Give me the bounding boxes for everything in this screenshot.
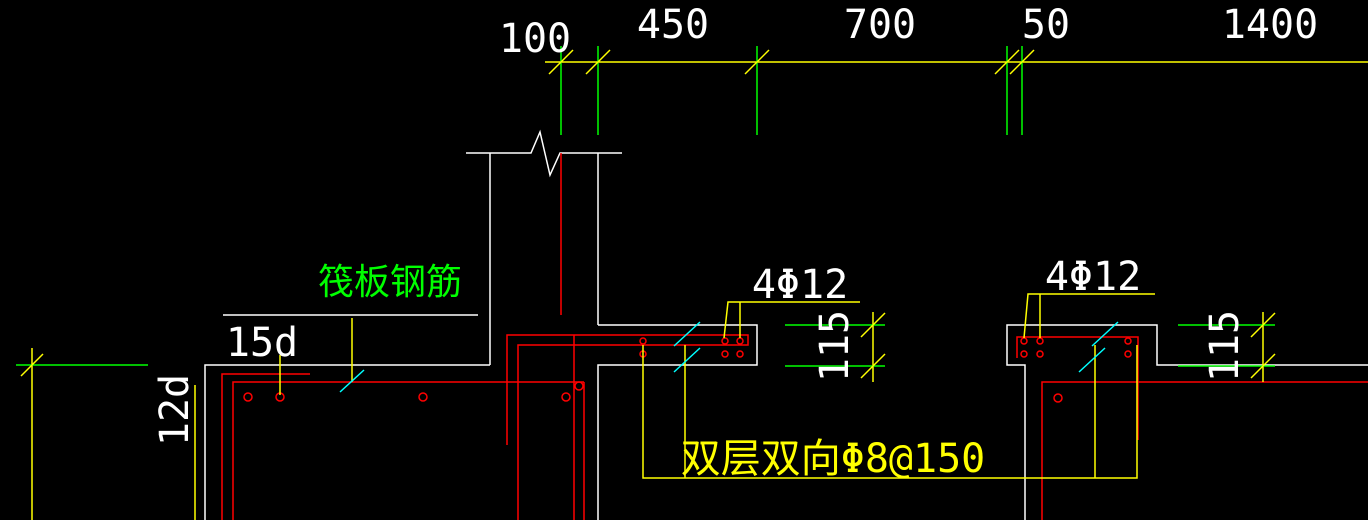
rebar-dot xyxy=(721,337,729,345)
dimension-tick xyxy=(1009,49,1035,75)
rebar-dot xyxy=(1124,350,1132,358)
rebar-dot xyxy=(1036,337,1044,345)
dimension-text-450: 450 xyxy=(637,2,709,48)
bars-label-1: 4Φ12 xyxy=(752,262,848,308)
dimension-tick xyxy=(860,312,886,338)
dimension-text-700: 700 xyxy=(844,2,916,48)
slash-mark xyxy=(1078,347,1106,373)
rebar-dot xyxy=(639,337,647,345)
rebar-dot xyxy=(721,350,729,358)
concrete-outline xyxy=(204,129,1368,520)
raft-left-outline xyxy=(204,364,490,520)
dimension-text-1400: 1400 xyxy=(1222,2,1318,48)
top-dimension-chain: 100 450 700 50 1400 xyxy=(499,2,1368,135)
dimension-tick xyxy=(548,49,574,75)
raft-top-bar-hook xyxy=(221,373,310,520)
rebar-dot xyxy=(1020,350,1028,358)
slash-mark xyxy=(673,347,701,373)
slash-mark xyxy=(673,321,701,347)
thickness-text-1: 115 xyxy=(812,310,858,382)
section-slashes xyxy=(339,321,1119,393)
break-line xyxy=(466,129,622,178)
dimension-tick xyxy=(1250,312,1276,338)
rebar-dot xyxy=(1020,337,1028,345)
rebar-dot xyxy=(1053,393,1063,403)
dimension-tick xyxy=(1250,353,1276,379)
mesh-rebar-label: 双层双向Φ8@150 xyxy=(681,436,986,482)
dimension-tick xyxy=(585,49,611,75)
thickness-extension-lines xyxy=(16,324,1275,377)
rebar-dot xyxy=(736,337,744,345)
thickness-text-2: 115 xyxy=(1202,310,1248,382)
bars-label-2: 4Φ12 xyxy=(1045,254,1141,300)
hook-length-text: 15d xyxy=(226,320,298,366)
dimension-text-50: 50 xyxy=(1022,2,1070,48)
beam-stirrup-bar xyxy=(506,334,749,520)
raft-top-bar-2 xyxy=(1041,381,1368,520)
rebar-dot xyxy=(418,392,428,402)
beam-stirrup-bar-2 xyxy=(1016,336,1139,440)
dimension-tick xyxy=(20,353,44,377)
rebar-dot xyxy=(574,381,584,391)
slash-mark xyxy=(339,369,365,393)
rebar-dot xyxy=(1124,337,1132,345)
rebar-dot xyxy=(1036,350,1044,358)
detail-lines xyxy=(31,293,1264,520)
dimension-tick xyxy=(860,353,886,379)
bars-leader-2 xyxy=(1023,293,1155,339)
raft-rebar-label: 筏板钢筋 xyxy=(318,262,462,303)
rebar-dot xyxy=(561,392,571,402)
dimension-tick xyxy=(744,49,770,75)
dimension-tick xyxy=(994,49,1020,75)
vertical-dimension-text-12d: 12d xyxy=(152,374,198,446)
raft-top-bar xyxy=(232,381,584,520)
slash-mark xyxy=(1091,321,1119,347)
mesh-leader xyxy=(642,345,1138,479)
thickness-ticks xyxy=(860,312,1276,379)
beam-right-outline xyxy=(597,324,758,520)
rebar xyxy=(221,334,1368,520)
dimension-text-100: 100 xyxy=(499,16,571,62)
rebar-dot xyxy=(243,392,253,402)
beam-outline-2 xyxy=(1006,324,1368,520)
rebar-dot xyxy=(736,350,744,358)
bars-leader-1 xyxy=(723,301,860,339)
